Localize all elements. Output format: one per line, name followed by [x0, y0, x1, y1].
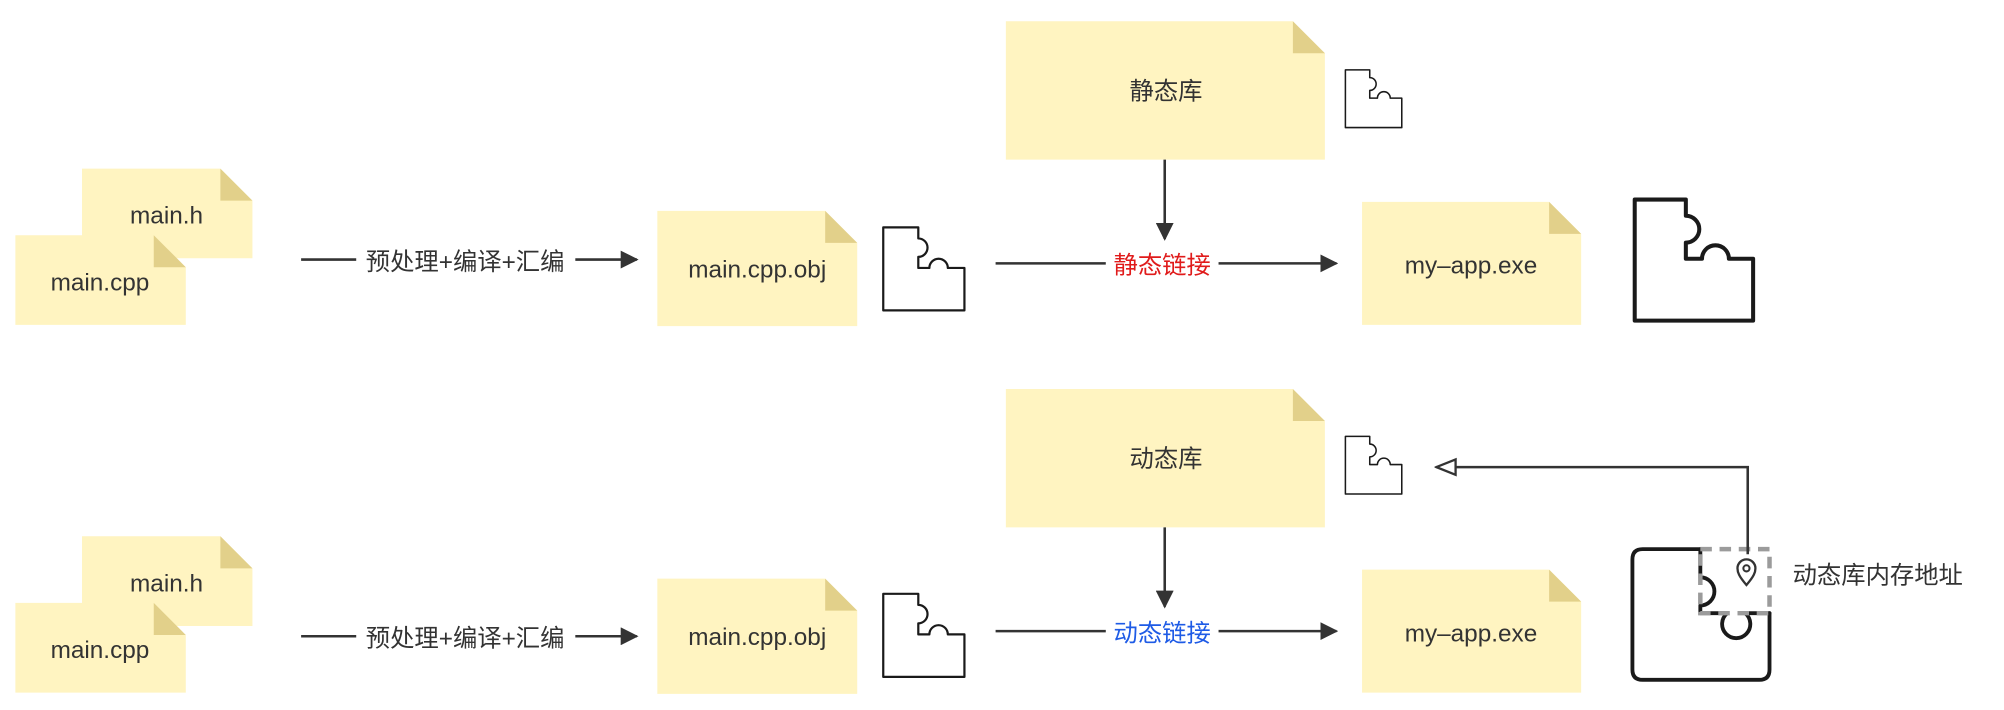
object-file-label: main.cpp.obj: [688, 256, 826, 283]
source-files-dynamic: main.h main.cpp: [15, 536, 253, 693]
object-file-label: main.cpp.obj: [688, 624, 826, 651]
dynamic-library-note: 动态库: [1005, 388, 1325, 528]
compile-step-static: 预处理+编译+汇编: [301, 249, 639, 276]
memory-address-label: 动态库内存地址: [1793, 563, 1963, 590]
executable-with-memory-slot: [1630, 546, 1772, 682]
executable-note: my–app.exe: [1362, 569, 1582, 693]
location-pin-icon: [1736, 558, 1757, 587]
source-files-static: main.h main.cpp: [15, 168, 253, 325]
object-file-note: main.cpp.obj: [657, 578, 858, 694]
dynamic-link-row: main.h main.cpp 预处理+编译+汇编 main.cpp.obj 动…: [15, 388, 1963, 694]
puzzle-piece-icon: [1344, 68, 1403, 129]
static-library-label: 静态库: [1130, 78, 1203, 105]
puzzle-piece-icon: [882, 226, 966, 312]
puzzle-piece-icon: [882, 592, 966, 679]
header-file-label: main.h: [130, 203, 203, 230]
memory-address-reference-arrow: [1436, 467, 1750, 555]
executable-label: my–app.exe: [1405, 620, 1538, 647]
compile-step-dynamic: 预处理+编译+汇编: [301, 626, 639, 653]
static-link-step: 静态链接: [995, 253, 1339, 280]
source-file-note: main.cpp: [15, 235, 186, 325]
executable-note: my–app.exe: [1362, 201, 1582, 325]
static-link-row: main.h main.cpp 预处理+编译+汇编 main.cpp.obj 静…: [15, 21, 1753, 327]
compile-step-label: 预处理+编译+汇编: [366, 626, 565, 653]
source-file-note: main.cpp: [15, 602, 186, 693]
source-file-label: main.cpp: [51, 637, 150, 664]
static-library-note: 静态库: [1005, 21, 1325, 160]
dynamic-link-step: 动态链接: [995, 620, 1339, 647]
puzzle-piece-icon: [1344, 435, 1403, 496]
compile-step-label: 预处理+编译+汇编: [366, 249, 565, 276]
source-file-label: main.cpp: [51, 269, 150, 296]
object-file-note: main.cpp.obj: [657, 210, 858, 327]
dynamic-library-label: 动态库: [1130, 446, 1203, 473]
dynamic-link-label: 动态链接: [1114, 620, 1211, 647]
header-file-label: main.h: [130, 570, 203, 597]
executable-label: my–app.exe: [1405, 253, 1538, 280]
puzzle-piece-icon: [1635, 200, 1753, 321]
memory-address-slot: [1698, 546, 1772, 616]
static-link-label: 静态链接: [1114, 253, 1211, 280]
